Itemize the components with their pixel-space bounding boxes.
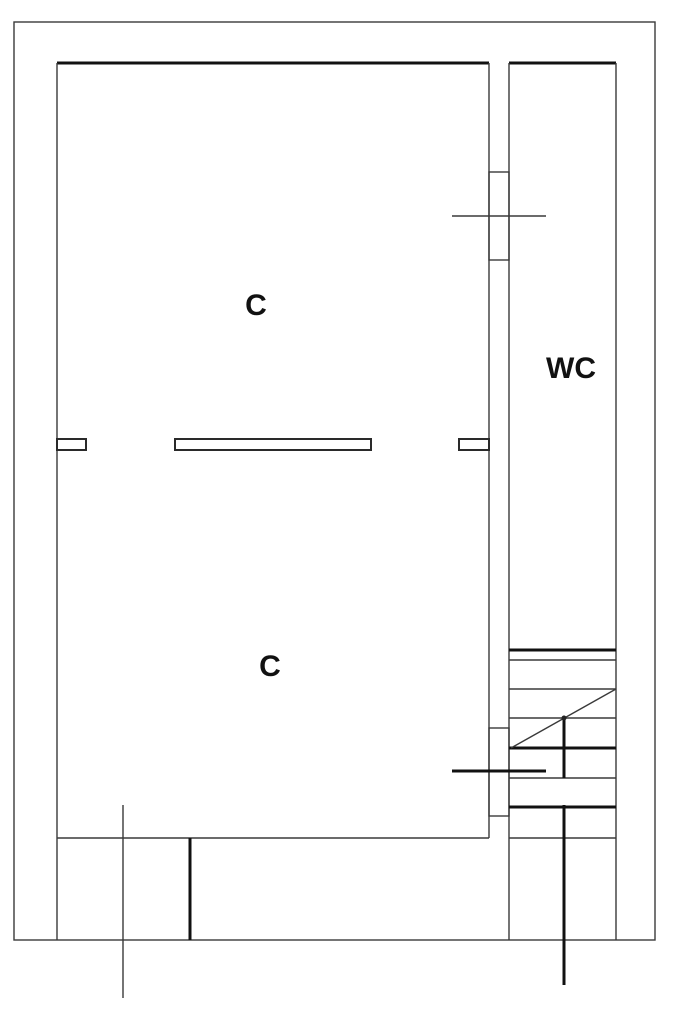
partition-stub-left <box>56 438 87 451</box>
room-label-lower: C <box>259 650 281 683</box>
room-label-upper: C <box>245 289 267 322</box>
partition-stub-right <box>458 438 490 451</box>
partition-wall-center <box>174 438 372 451</box>
room-label-wc: WC <box>546 352 596 385</box>
stair-post-node <box>561 715 567 721</box>
outer-wall <box>13 21 656 941</box>
